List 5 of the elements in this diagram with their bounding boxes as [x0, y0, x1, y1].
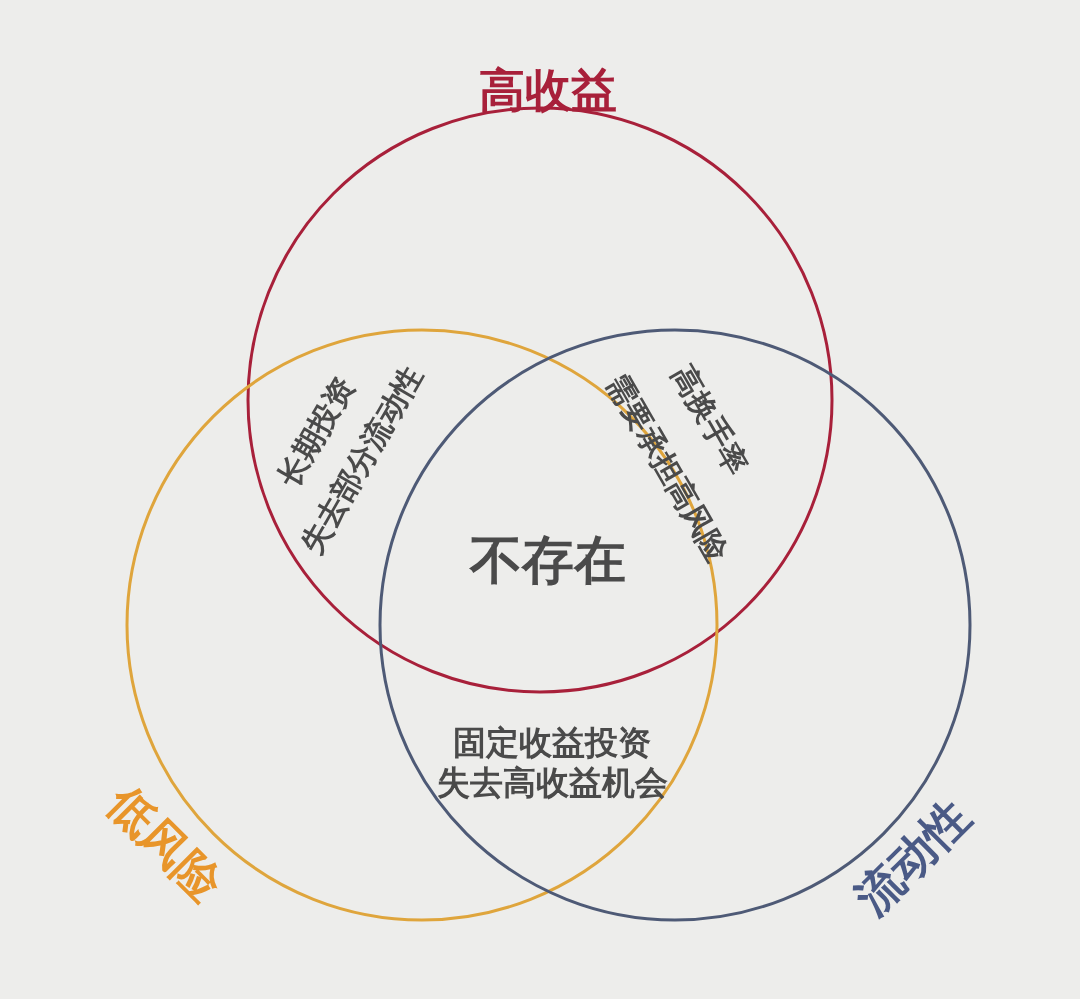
region-label: 不存在	[470, 534, 626, 586]
region-label: 固定收益投资	[453, 725, 651, 759]
region-label: 失去高收益机会	[436, 765, 668, 799]
circle-heading: 流动性	[846, 791, 978, 923]
circle-heading: 低风险	[99, 777, 231, 909]
